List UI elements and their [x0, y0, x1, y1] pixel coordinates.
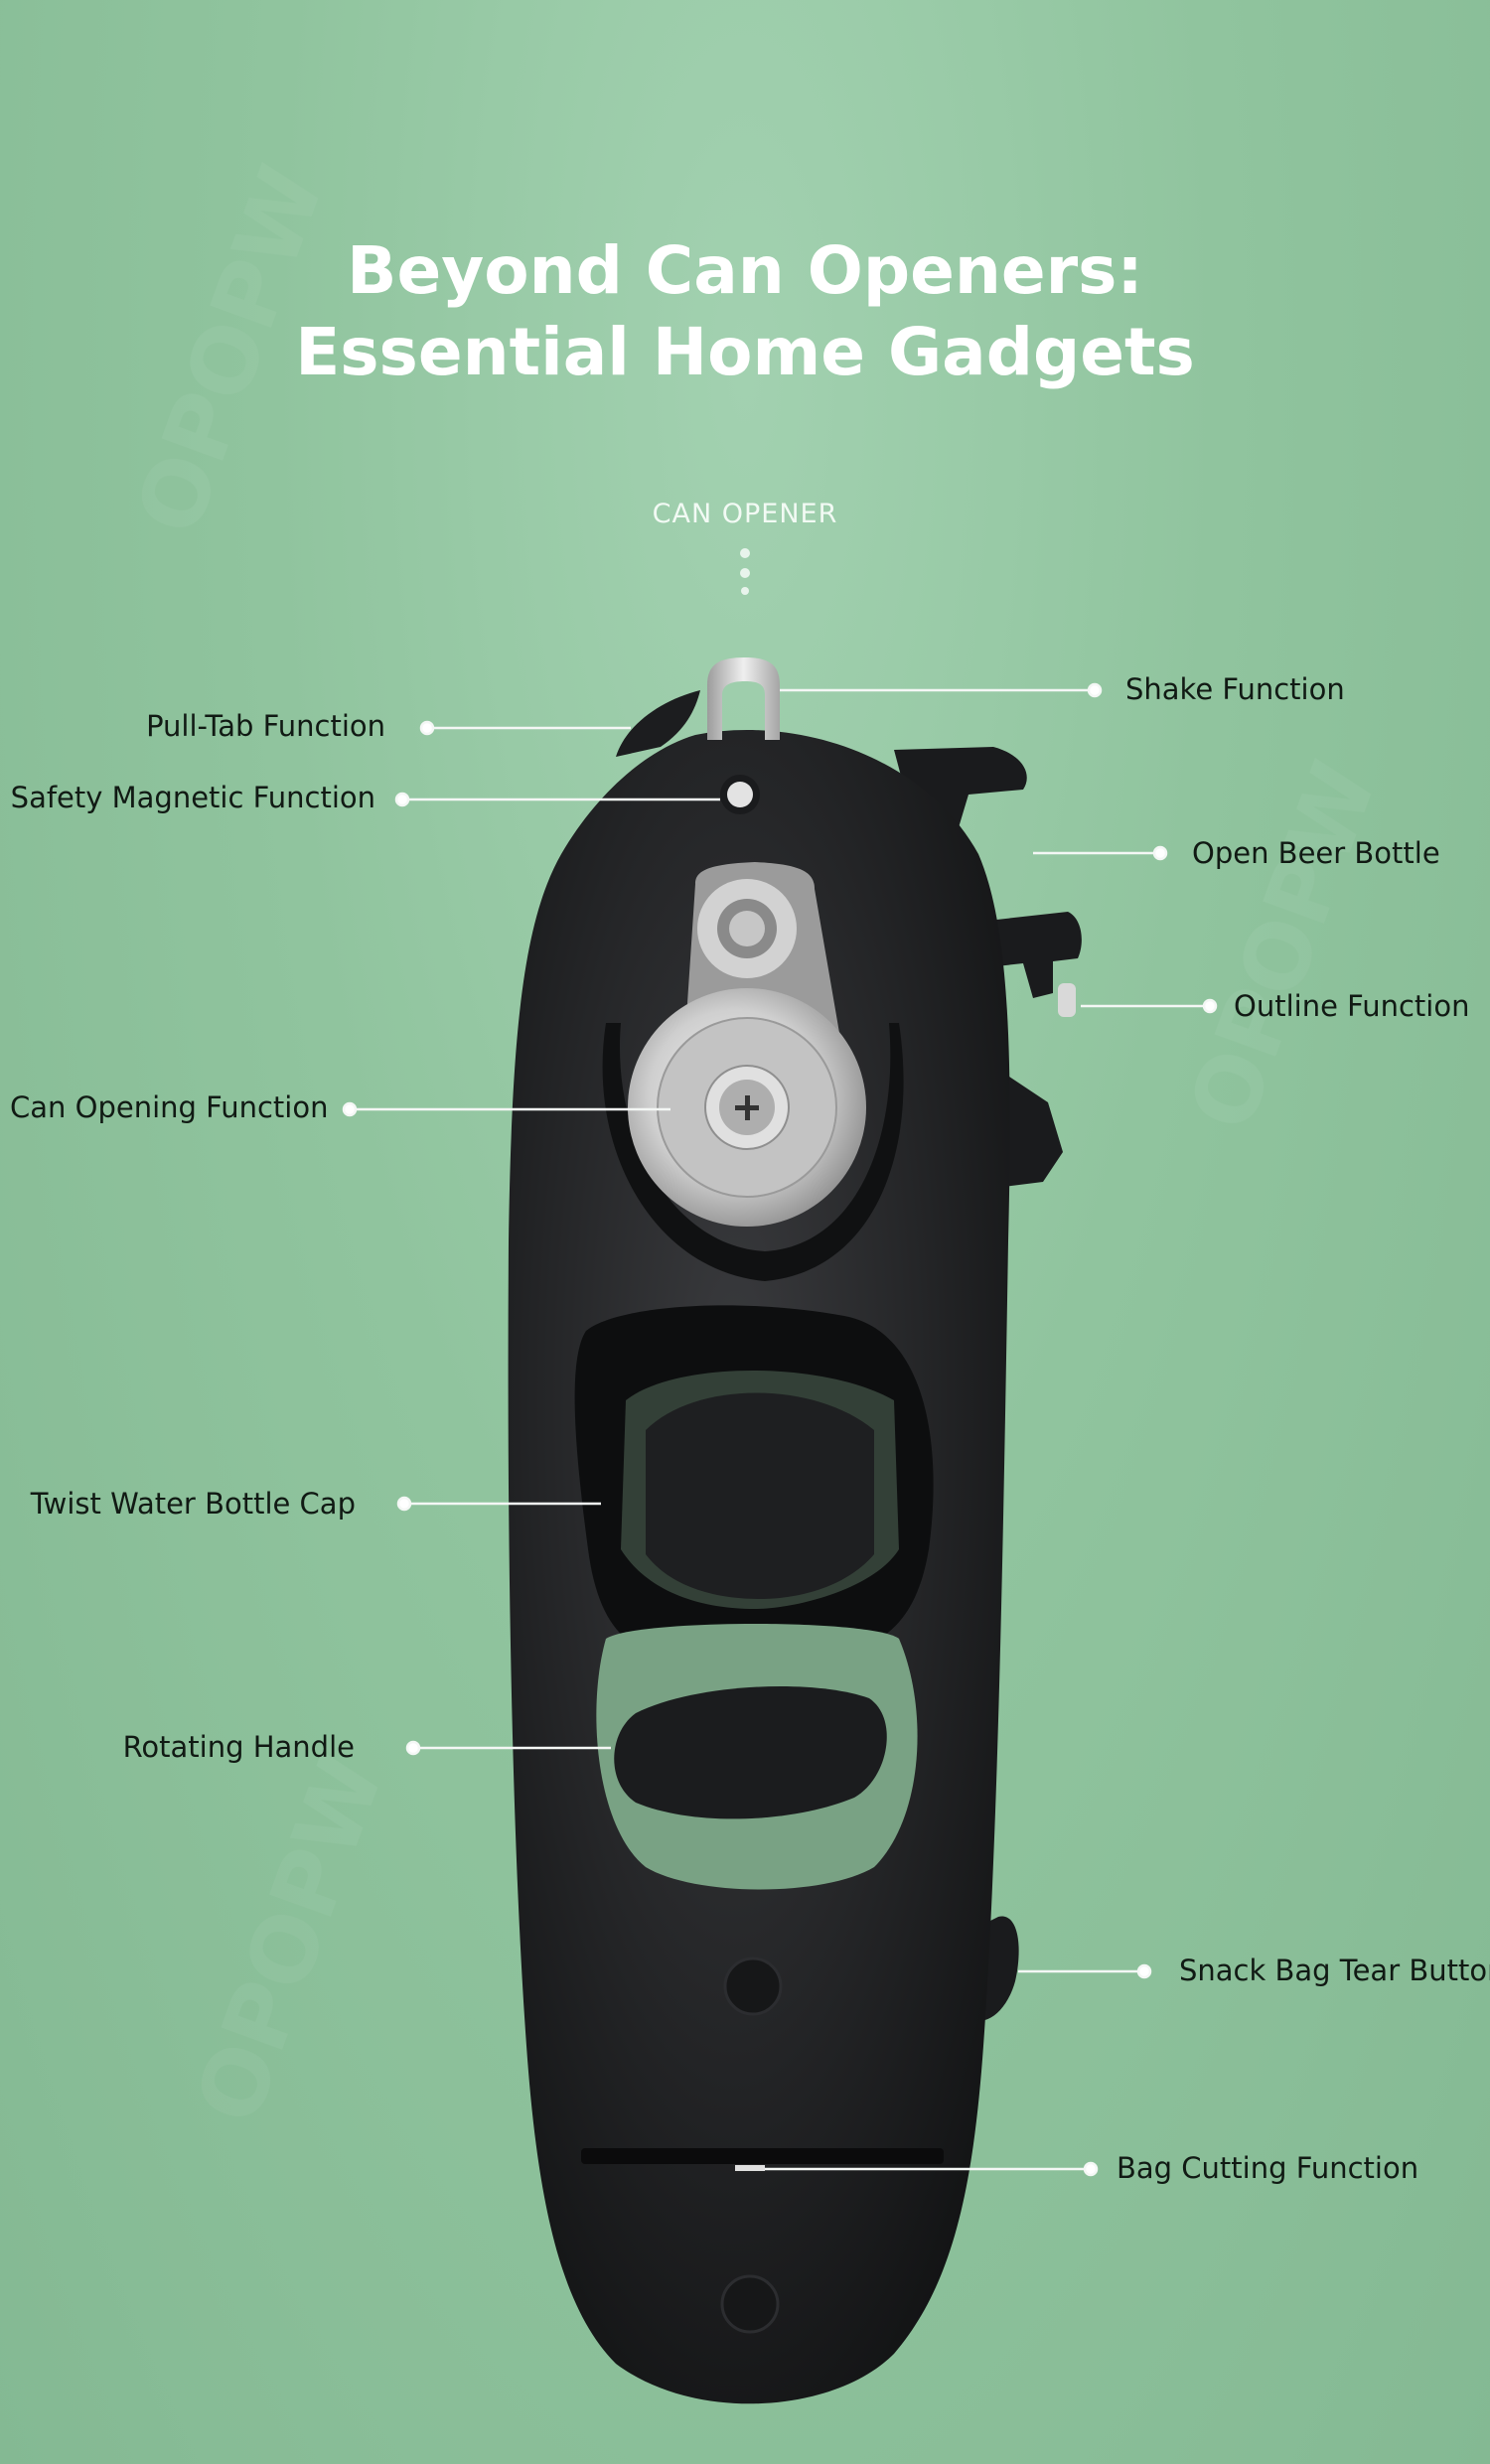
shake-tab [707, 657, 780, 740]
leader-lines [342, 682, 1218, 2177]
page-title-line-2: Essential Home Gadgets [295, 314, 1195, 390]
label-rotating-handle: Rotating Handle [122, 1730, 355, 1764]
round-button-upper [723, 1957, 783, 2016]
product-subtitle: CAN OPENER [652, 499, 838, 529]
pull-tab-hook [616, 690, 700, 757]
label-open-beer-bottle: Open Beer Bottle [1192, 836, 1440, 870]
label-bag-cutting-function: Bag Cutting Function [1117, 2151, 1419, 2185]
outline-cutter-fin [978, 912, 1082, 998]
label-can-opening-function: Can Opening Function [10, 1090, 329, 1124]
side-fin [1003, 1073, 1063, 1187]
label-pull-tab-function: Pull-Tab Function [146, 709, 385, 743]
twist-cap-inner [646, 1392, 874, 1599]
label-outline-function: Outline Function [1234, 989, 1470, 1023]
outline-metal-tip [1058, 983, 1076, 1017]
magnet-core [727, 782, 753, 807]
label-snack-bag-tear-button: Snack Bag Tear Button [1179, 1954, 1490, 1987]
page-title-line-1: Beyond Can Openers: [347, 232, 1143, 309]
disc-guard [602, 1023, 904, 1281]
bag-cutting-slot [581, 2148, 944, 2164]
label-safety-magnetic-function: Safety Magnetic Function [10, 781, 375, 814]
label-shake-function: Shake Function [1125, 672, 1345, 706]
label-twist-water-bottle-cap: Twist Water Bottle Cap [30, 1487, 356, 1521]
subtitle-dots [740, 548, 750, 595]
rotating-handle [614, 1686, 887, 1819]
round-button-lower [720, 2274, 780, 2334]
